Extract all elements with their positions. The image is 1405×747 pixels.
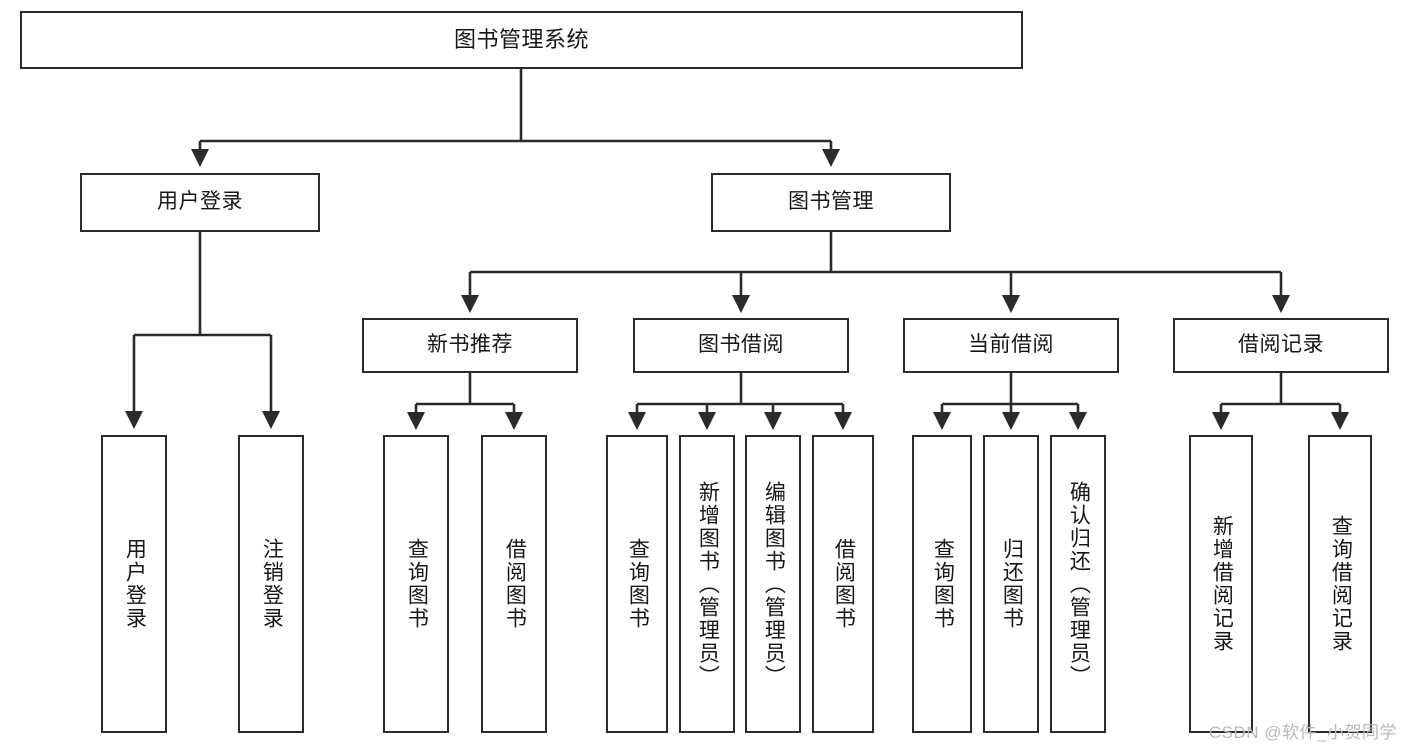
- node-leaf-query-borrow-record[interactable]: 查询借阅记录: [1308, 435, 1372, 733]
- node-root-label: 图书管理系统: [453, 27, 589, 53]
- node-new-book-rec[interactable]: 新书推荐: [362, 318, 578, 373]
- node-leaf-confirm-return-admin[interactable]: 确认归还（管理员）: [1050, 435, 1106, 733]
- node-leaf-add-book-admin-label: 新增图书（管理员）: [696, 480, 720, 688]
- node-borrow-record-label: 借阅记录: [1238, 333, 1324, 357]
- node-leaf-confirm-return-admin-label: 确认归还（管理员）: [1067, 480, 1091, 688]
- node-leaf-user-login-label: 用户登录: [123, 538, 147, 630]
- node-user-login[interactable]: 用户登录: [80, 173, 320, 232]
- node-leaf-query-borrow-record-label: 查询借阅记录: [1329, 515, 1353, 653]
- node-leaf-user-logout[interactable]: 注销登录: [238, 435, 304, 733]
- node-leaf-add-book-admin[interactable]: 新增图书（管理员）: [679, 435, 735, 733]
- node-leaf-return-book-label: 归还图书: [1000, 538, 1024, 630]
- node-leaf-query-book-2-label: 查询图书: [626, 538, 650, 630]
- node-current-borrow[interactable]: 当前借阅: [903, 318, 1119, 373]
- node-book-borrow[interactable]: 图书借阅: [633, 318, 849, 373]
- node-leaf-edit-book-admin[interactable]: 编辑图书（管理员）: [745, 435, 801, 733]
- node-leaf-user-logout-label: 注销登录: [260, 538, 284, 630]
- node-book-manage-label: 图书管理: [788, 190, 874, 214]
- node-leaf-user-login[interactable]: 用户登录: [101, 435, 167, 733]
- node-leaf-borrow-book-1-label: 借阅图书: [503, 538, 527, 630]
- node-leaf-query-book-1-label: 查询图书: [405, 538, 429, 630]
- node-leaf-borrow-book-2-label: 借阅图书: [832, 538, 856, 630]
- node-book-borrow-label: 图书借阅: [698, 333, 784, 357]
- node-leaf-query-book-3-label: 查询图书: [931, 538, 955, 630]
- node-borrow-record[interactable]: 借阅记录: [1173, 318, 1389, 373]
- watermark: CSDN @软件_小贺同学: [1208, 723, 1397, 742]
- node-leaf-add-borrow-record-label: 新增借阅记录: [1210, 515, 1234, 653]
- node-new-book-rec-label: 新书推荐: [427, 333, 513, 357]
- node-user-login-label: 用户登录: [157, 190, 243, 214]
- node-leaf-query-book-1[interactable]: 查询图书: [383, 435, 449, 733]
- node-leaf-borrow-book-2[interactable]: 借阅图书: [812, 435, 874, 733]
- node-root[interactable]: 图书管理系统: [20, 11, 1023, 69]
- node-current-borrow-label: 当前借阅: [968, 333, 1054, 357]
- node-leaf-edit-book-admin-label: 编辑图书（管理员）: [762, 480, 786, 688]
- node-leaf-query-book-2[interactable]: 查询图书: [606, 435, 668, 733]
- node-leaf-borrow-book-1[interactable]: 借阅图书: [481, 435, 547, 733]
- node-leaf-query-book-3[interactable]: 查询图书: [912, 435, 972, 733]
- node-book-manage[interactable]: 图书管理: [711, 173, 951, 232]
- node-leaf-add-borrow-record[interactable]: 新增借阅记录: [1189, 435, 1253, 733]
- node-leaf-return-book[interactable]: 归还图书: [983, 435, 1039, 733]
